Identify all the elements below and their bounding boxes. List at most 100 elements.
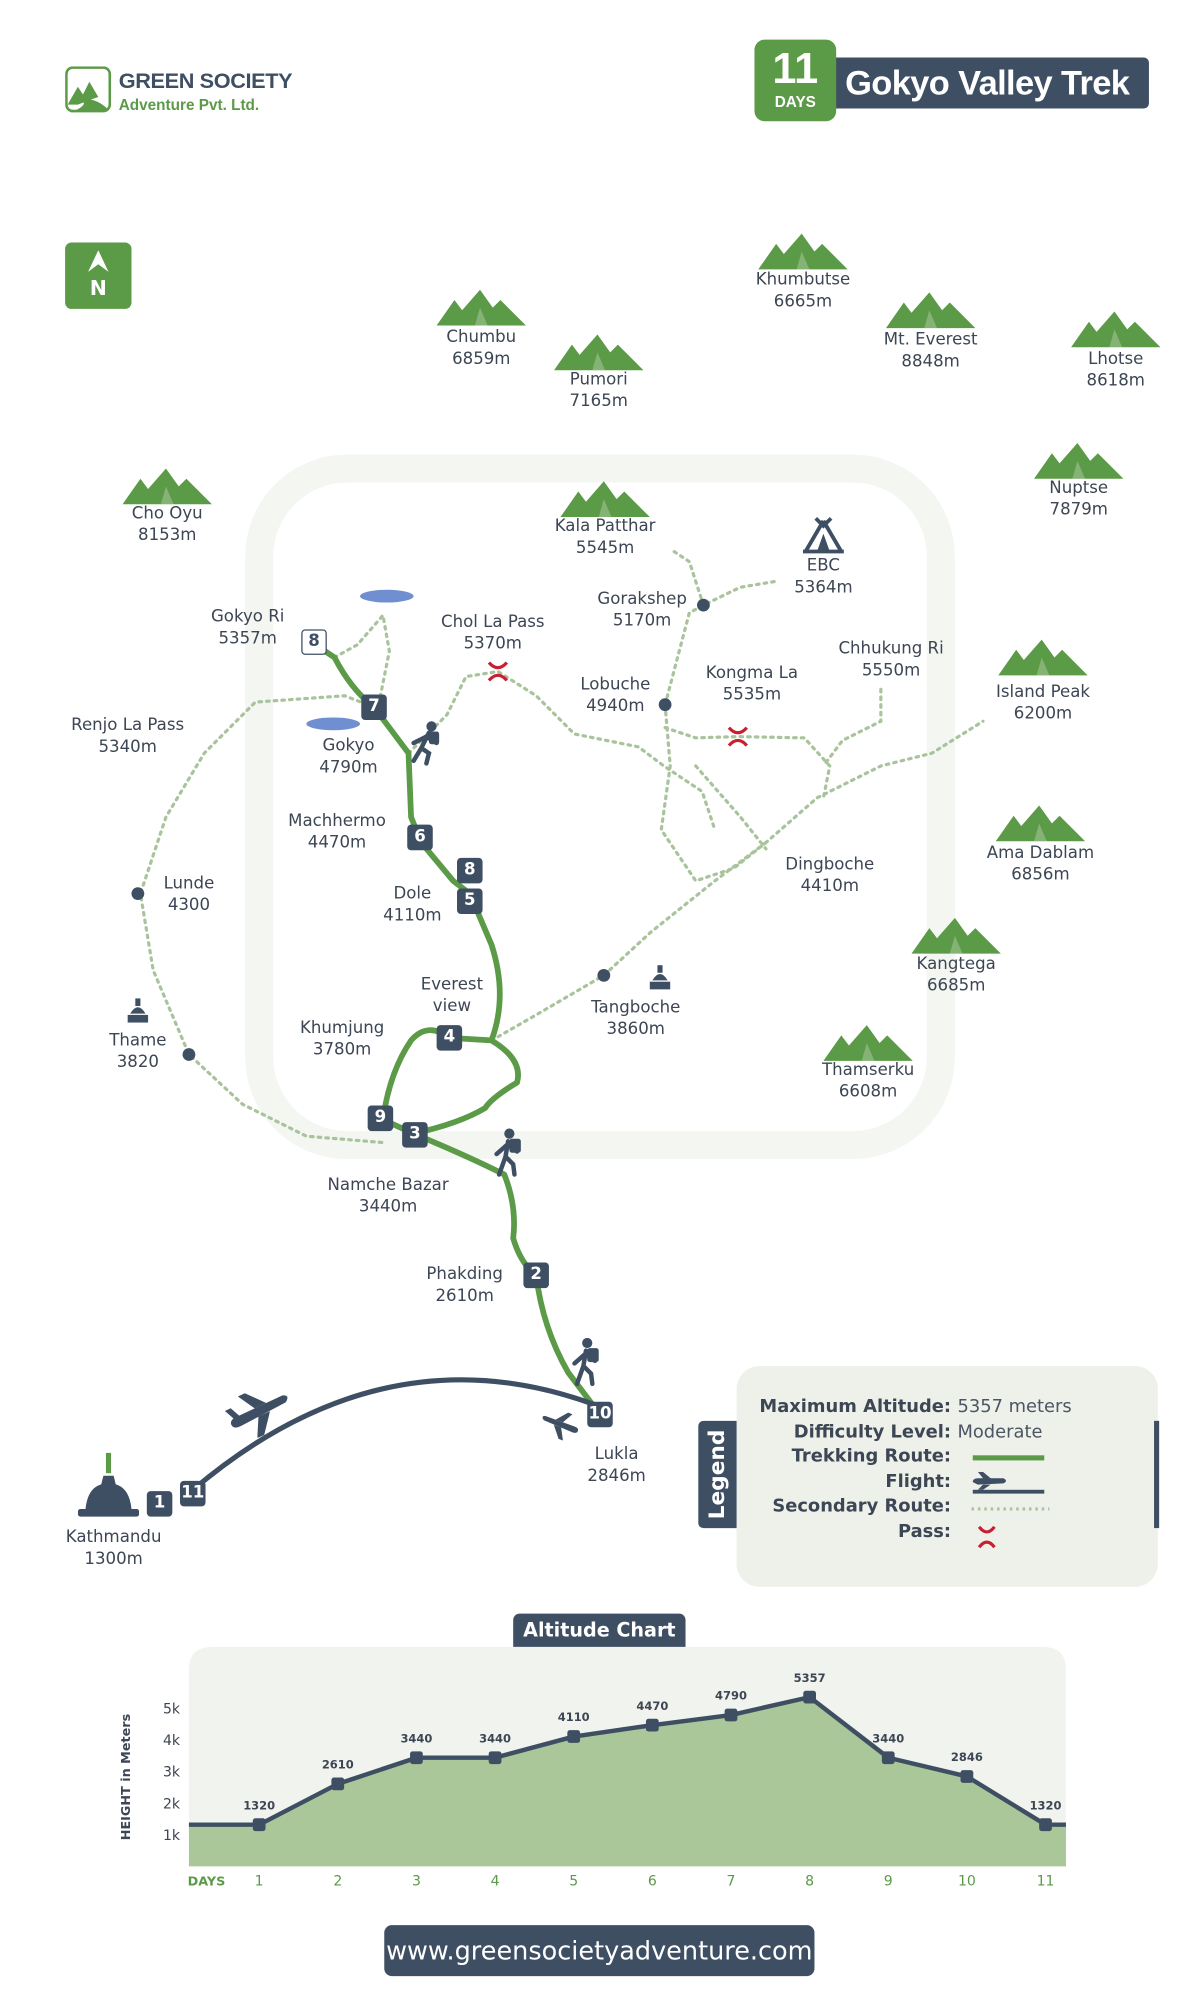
place-altitude: 5550m (861, 661, 921, 681)
chart-point (803, 1690, 817, 1704)
peak-name: Ama Dablam (986, 843, 1095, 863)
plane-icon (224, 1393, 288, 1438)
logo-name: GREEN SOCIETY (118, 68, 293, 94)
mountain-icon (1071, 311, 1161, 348)
chart-data-label: 1320 (1030, 1798, 1062, 1812)
title-bar: Gokyo Valley Trek (827, 57, 1149, 109)
chart-point (881, 1751, 895, 1765)
legend-row: Trekking Route: (737, 1447, 1158, 1473)
page-title: Gokyo Valley Trek (845, 63, 1130, 103)
place-name: Everest (420, 975, 484, 995)
day-marker: 5 (457, 888, 483, 915)
legend-row: Pass: (737, 1521, 1158, 1549)
chart-point (488, 1751, 502, 1765)
lake (360, 589, 414, 603)
place-altitude: view (432, 997, 472, 1017)
place-altitude: 5370m (463, 634, 522, 654)
chart-data-label: 3440 (400, 1731, 432, 1745)
place-name: Lobuche (580, 675, 651, 695)
trekking-route (308, 639, 603, 1418)
legend-key: Secondary Route: (772, 1496, 952, 1518)
north-arrow-icon (88, 250, 109, 272)
peak-name: Island Peak (995, 682, 1091, 703)
peak-name: Lhotse (1088, 349, 1144, 369)
mountain-icon (995, 805, 1086, 842)
mountain-icon (998, 639, 1088, 676)
day-marker: 1 (146, 1491, 173, 1517)
peak-altitude: 7165m (569, 391, 628, 412)
day-marker: 6 (407, 824, 433, 851)
secondary-route-lobuche-down (659, 703, 985, 883)
altitude-chart: 1320126102344033440441105447064790753578… (163, 1646, 1066, 1890)
mountain-icon (554, 334, 644, 371)
chart-area (188, 1697, 1066, 1867)
day-marker: 11 (180, 1480, 206, 1507)
watermark (245, 454, 955, 1160)
days-number: 11 (772, 44, 819, 94)
chart-point (1039, 1818, 1052, 1832)
mountain-icon (758, 233, 848, 270)
place-name: Kathmandu (65, 1528, 162, 1548)
days-badge: 11 DAYS (754, 39, 837, 122)
place-name: Dingboche (785, 855, 875, 875)
chart-point (724, 1708, 738, 1722)
place-name: Gorakshep (597, 589, 687, 609)
compass-badge: N (65, 242, 132, 309)
legend-row: Secondary Route: (737, 1497, 1158, 1523)
chart-x-tick: 6 (648, 1874, 657, 1890)
place-altitude: 3780m (312, 1040, 372, 1060)
chart-x-tick: 8 (805, 1874, 814, 1890)
place-altitude: 4300 (167, 896, 211, 916)
tangboche-dot (597, 968, 611, 982)
place-name: Khumjung (299, 1018, 385, 1038)
gorakshep-dot (697, 598, 710, 612)
place-name: Tangboche (591, 998, 681, 1018)
place-altitude: 5340m (98, 737, 157, 758)
place-altitude: 3860m (606, 1020, 665, 1040)
lobuche-dot (658, 698, 672, 712)
chart-y-tick: 3k (163, 1765, 181, 1781)
mountain-icon (122, 468, 212, 505)
tent-icon (802, 516, 844, 554)
chart-x-tick: 9 (884, 1874, 893, 1890)
legend-value: Moderate (957, 1421, 1043, 1443)
website-url[interactable]: www.greensocietyadventure.com (386, 1935, 813, 1966)
compass-label: N (89, 275, 107, 301)
chart-title-tab: Altitude Chart (513, 1613, 686, 1649)
peak-name: Nuptse (1049, 478, 1109, 498)
chart-y-label: HEIGHT in Meters (120, 1713, 135, 1841)
chart-y-tick: 5k (163, 1702, 181, 1718)
secondary-route-kongma (663, 726, 832, 800)
chart-y-tick: 4k (163, 1733, 181, 1749)
place-name: Lukla (594, 1445, 639, 1465)
monastery-icon (649, 965, 671, 990)
place-altitude: 5535m (722, 685, 782, 705)
chart-y-tick: 2k (163, 1796, 181, 1812)
place-altitude: 4940m (586, 697, 645, 717)
chart-point (331, 1777, 345, 1791)
legend-key: Pass: (897, 1521, 952, 1543)
flight-route (189, 1377, 595, 1494)
website-link[interactable]: www.greensocietyadventure.com (384, 1925, 815, 1977)
chart-point (252, 1818, 266, 1832)
peak-altitude: 6200m (1013, 704, 1073, 724)
secondary-route-line-icon (971, 1507, 1050, 1512)
place-name: Gokyo Ri (210, 607, 285, 627)
